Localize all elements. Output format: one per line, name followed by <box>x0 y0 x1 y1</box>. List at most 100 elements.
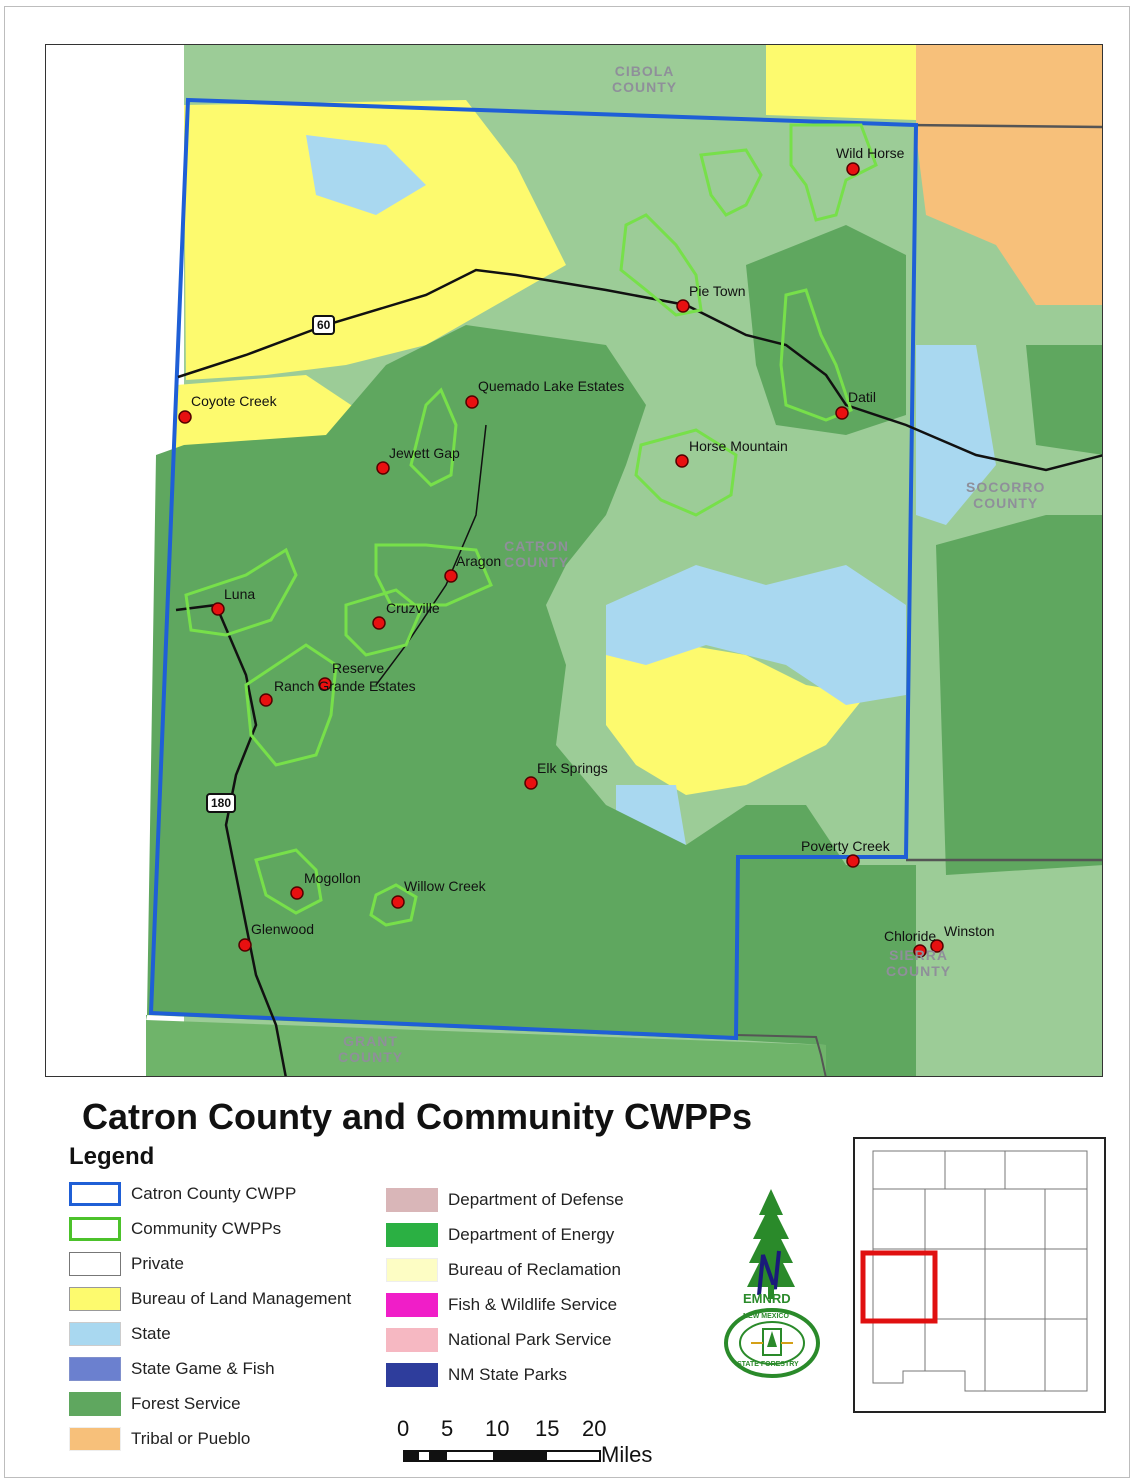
legend-item-community-cwpps: Community CWPPs <box>69 1216 281 1242</box>
county-line-cibola <box>905 123 1102 129</box>
legend-swatch-nm-state-parks <box>386 1363 438 1387</box>
legend-label-department-of-defense: Department of Defense <box>448 1190 624 1209</box>
legend-label-state-game-fish: State Game & Fish <box>131 1359 275 1378</box>
county-label-cibola: CIBOLA COUNTY <box>612 63 678 95</box>
legend-item-department-of-energy: Department of Energy <box>386 1222 614 1248</box>
us-180-shield: 180 <box>206 793 237 813</box>
legend-item-private: Private <box>69 1251 184 1277</box>
us-60-road <box>177 268 1102 472</box>
cwpp-horse-mountain <box>634 428 738 517</box>
marker-elk-springs <box>524 776 538 790</box>
legend-label-tribal-or-pueblo: Tribal or Pueblo <box>131 1429 251 1448</box>
legend-swatch-bureau-of-reclamation <box>386 1258 438 1282</box>
legend-label-department-of-energy: Department of Energy <box>448 1225 615 1244</box>
label-willow-creek: Willow Creek <box>404 878 486 894</box>
legend-item-nm-state-parks: NM State Parks <box>386 1362 567 1388</box>
nm-state-outline <box>872 1150 1088 1392</box>
forest-east <box>936 515 1102 875</box>
legend-item-catron-county-cwpp: Catron County CWPP <box>69 1181 296 1207</box>
label-ranch-grande: Ranch Grande Estates <box>274 678 416 694</box>
marker-wild-horse <box>846 162 860 176</box>
label-pie-town: Pie Town <box>689 283 746 299</box>
legend-swatch-state-game-fish <box>69 1357 121 1381</box>
marker-poverty-creek <box>846 854 860 868</box>
county-line-grant <box>735 1034 827 1076</box>
marker-reserve <box>318 677 332 691</box>
scale-seg-5 <box>495 1450 545 1462</box>
cwpp-datil <box>779 288 853 422</box>
cwpp-wild-horse <box>789 123 878 222</box>
legend-label-community-cwpps: Community CWPPs <box>131 1219 282 1238</box>
cwpp-willow-creek <box>369 883 418 927</box>
legend-swatch-tribal-or-pueblo <box>69 1427 121 1451</box>
legend-item-department-of-defense: Department of Defense <box>386 1187 624 1213</box>
cwpp-pie-town <box>619 213 703 317</box>
label-quemado-lake: Quemado Lake Estates <box>478 378 625 394</box>
label-winston: Winston <box>944 923 995 939</box>
legend-swatch-state <box>69 1322 121 1346</box>
legend-swatch-bureau-of-land-management <box>69 1287 121 1311</box>
cwpp-north <box>699 148 763 217</box>
catron-county-boundary <box>148 97 919 1041</box>
new-mexico-locator-inset <box>853 1137 1106 1413</box>
forest-east-north <box>1026 345 1102 455</box>
scale-tick-15: 15 <box>535 1416 560 1441</box>
county-label-socorro: SOCORRO COUNTY <box>966 479 1046 511</box>
marker-mogollon <box>290 886 304 900</box>
marker-winston <box>930 939 944 953</box>
cwpp-aragon <box>374 543 493 607</box>
label-horse-mountain: Horse Mountain <box>689 438 788 454</box>
legend-label-forest-service: Forest Service <box>131 1394 241 1413</box>
marker-glenwood <box>238 938 252 952</box>
label-jewett-gap: Jewett Gap <box>389 445 460 461</box>
legend-label-fish-wildlife-service: Fish & Wildlife Service <box>448 1295 618 1314</box>
legend-swatch-forest-service <box>69 1392 121 1416</box>
scale-unit: Miles <box>601 1442 653 1467</box>
legend-label-national-park-service: National Park Service <box>448 1330 612 1349</box>
scale-seg-1 <box>403 1450 417 1462</box>
blm-area-northwest <box>184 100 566 380</box>
county-label-catron: CATRON COUNTY <box>504 538 570 570</box>
cwpp-luna <box>184 547 298 637</box>
map-panel[interactable]: CIBOLA COUNTY CATRON COUNTY SOCORRO COUN… <box>45 44 1103 1077</box>
tree-icon <box>747 1189 795 1299</box>
scale-tick-10: 10 <box>485 1416 510 1441</box>
label-poverty-creek: Poverty Creek <box>801 838 890 854</box>
label-coyote-creek: Coyote Creek <box>191 393 277 409</box>
marker-quemado-lake <box>465 395 479 409</box>
label-wild-horse: Wild Horse <box>836 145 905 161</box>
legend-item-state: State <box>69 1321 171 1347</box>
marker-cruzville <box>372 616 386 630</box>
label-aragon: Aragon <box>456 553 502 569</box>
legend-swatch-department-of-defense <box>386 1188 438 1212</box>
tribal-area <box>916 45 1102 305</box>
label-datil: Datil <box>848 389 877 405</box>
scale-bar: 0 5 10 15 20 Miles <box>395 1416 665 1471</box>
legend-label-state: State <box>131 1324 171 1343</box>
legend-swatch-department-of-energy <box>386 1223 438 1247</box>
marker-horse-mountain <box>675 454 689 468</box>
forest-gila-main <box>146 325 916 1076</box>
map-title: Catron County and Community CWPPs <box>82 1096 753 1137</box>
label-mogollon: Mogollon <box>304 870 361 886</box>
county-label-sierra: SIERRA COUNTY <box>886 947 952 979</box>
label-chloride: Chloride <box>884 928 937 944</box>
scale-tick-20: 20 <box>582 1416 607 1441</box>
cwpp-jewett-gap <box>409 387 458 487</box>
legend-item-fish-wildlife-service: Fish & Wildlife Service <box>386 1292 617 1318</box>
label-glenwood: Glenwood <box>251 921 315 937</box>
logo-ring-top: NEW MEXICO <box>743 1313 789 1320</box>
marker-chloride <box>913 944 927 958</box>
label-cruzville: Cruzville <box>386 600 440 616</box>
legend-item-national-park-service: National Park Service <box>386 1327 611 1353</box>
marker-willow-creek <box>391 895 405 909</box>
label-elk-springs: Elk Springs <box>537 760 608 776</box>
legend-item-bureau-of-reclamation: Bureau of Reclamation <box>386 1257 621 1283</box>
legend-swatch-national-park-service <box>386 1328 438 1352</box>
community-cwpp-outlines <box>184 123 878 927</box>
marker-luna <box>211 602 225 616</box>
cwpp-cruzville <box>344 588 423 657</box>
state-land-east <box>916 345 996 525</box>
marker-jewett-gap <box>376 461 390 475</box>
state-land-north <box>306 135 426 215</box>
